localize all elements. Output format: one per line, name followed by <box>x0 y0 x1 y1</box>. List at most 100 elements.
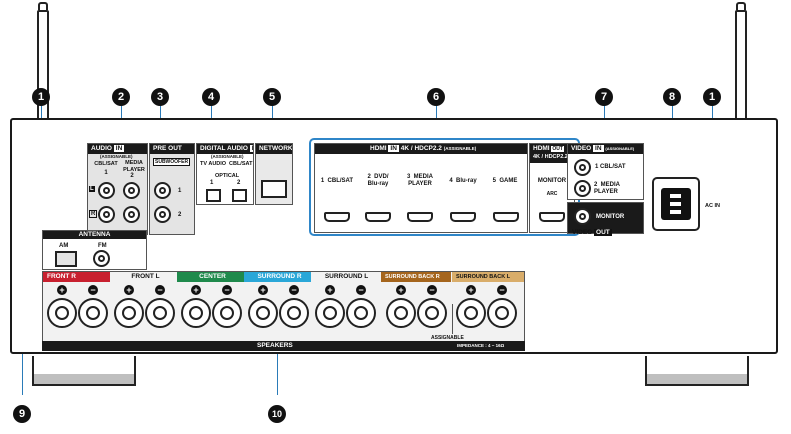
speaker-front-l-label: FRONT L <box>131 273 160 280</box>
audio-in-sub: (ASSIGNABLE) <box>100 154 133 159</box>
hdmi-in-title: HDMI <box>370 145 387 152</box>
speakers-block: FRONT R FRONT L CENTER SURROUND R SURROU… <box>42 271 525 351</box>
speaker-surround-l-label: SURROUND L <box>324 273 369 280</box>
marker-8: 8 <box>663 88 681 106</box>
network-jack[interactable] <box>261 180 287 198</box>
speaker-center-label: CENTER <box>177 272 244 282</box>
plus-sign: + <box>124 285 134 295</box>
rear-panel: AUDIO IN (ASSIGNABLE) CBL/SAT MEDIA PLAY… <box>10 118 778 354</box>
marker-5: 5 <box>263 88 281 106</box>
hdmi-in-spec: 4K / HDCP2.2 <box>400 145 442 152</box>
video-out-title: VIDEO <box>572 229 593 236</box>
plus-sign: + <box>466 285 476 295</box>
audio-in-1-l-jack[interactable] <box>98 182 115 199</box>
video-out-monitor: MONITOR <box>596 214 625 220</box>
hdmi-in-2-port[interactable] <box>365 212 391 222</box>
am-terminal[interactable] <box>55 251 77 267</box>
front-l-plus-post[interactable] <box>114 298 144 328</box>
surround-back-r-plus-post[interactable] <box>386 298 416 328</box>
surround-r-plus-post[interactable] <box>248 298 278 328</box>
audio-in-ch2: MEDIA PLAYER <box>123 160 145 173</box>
plus-sign: + <box>191 285 201 295</box>
video-in-2-jack[interactable] <box>574 180 591 197</box>
hdmi-input-3-label: 3 MEDIA PLAYER <box>406 174 433 187</box>
assignable-divider <box>452 304 453 334</box>
speaker-front-r-label: FRONT R <box>43 272 110 282</box>
hdmi-in-block: HDMI IN 4K / HDCP2.2 (ASSIGNABLE) 1 CBL/… <box>314 143 528 233</box>
hdmi-input-1-label: 1 CBL/SAT <box>320 178 354 184</box>
minus-sign: − <box>222 285 232 295</box>
surround-back-l-plus-post[interactable] <box>456 298 486 328</box>
surround-back-l-minus-post[interactable] <box>487 298 517 328</box>
surround-l-minus-post[interactable] <box>346 298 376 328</box>
hdmi-in-3-port[interactable] <box>407 212 433 222</box>
audio-in-left: L <box>89 186 95 192</box>
video-out-jack[interactable] <box>574 208 591 225</box>
fm-jack[interactable] <box>93 250 110 267</box>
marker-7: 7 <box>595 88 613 106</box>
marker-1-right: 1 <box>703 88 721 106</box>
hdmi-in-4-port[interactable] <box>450 212 476 222</box>
network-title: NETWORK <box>256 144 292 154</box>
surround-back-r-minus-post[interactable] <box>417 298 447 328</box>
hdmi-in-badge: IN <box>388 145 399 152</box>
audio-in-num1: 1 <box>104 170 108 176</box>
hdmi-out-spec: 4K / HDCP2.2 <box>533 154 568 160</box>
plus-sign: + <box>325 285 335 295</box>
hdmi-out-port[interactable] <box>539 212 565 222</box>
subwoofer-2-jack[interactable] <box>154 206 171 223</box>
minus-sign: − <box>356 285 366 295</box>
antenna-fm-label: FM <box>98 243 107 249</box>
optical-2-jack[interactable] <box>232 189 247 202</box>
speaker-surround-back-l-label: SURROUND BACK L <box>452 272 524 282</box>
video-in-sub: (ASSIGNABLE) <box>605 146 635 151</box>
marker-2: 2 <box>112 88 130 106</box>
center-minus-post[interactable] <box>212 298 242 328</box>
hdmi-in-1-port[interactable] <box>324 212 350 222</box>
audio-in-block: AUDIO IN (ASSIGNABLE) CBL/SAT MEDIA PLAY… <box>87 143 148 235</box>
plus-sign: + <box>396 285 406 295</box>
antenna-am-label: AM <box>59 243 69 249</box>
video-in-1-jack[interactable] <box>574 159 591 176</box>
audio-in-2-l-jack[interactable] <box>123 182 140 199</box>
audio-in-ch1: CBL/SAT <box>94 161 118 167</box>
center-plus-post[interactable] <box>181 298 211 328</box>
surround-l-plus-post[interactable] <box>315 298 345 328</box>
minus-sign: − <box>289 285 299 295</box>
optical-1-jack[interactable] <box>206 189 221 202</box>
speakers-title-bar: SPEAKERS IMPEDANCE : 4 ~ 16Ω <box>42 341 525 351</box>
front-r-plus-post[interactable] <box>47 298 77 328</box>
front-r-minus-post[interactable] <box>78 298 108 328</box>
network-block: NETWORK <box>255 143 293 205</box>
marker-3: 3 <box>151 88 169 106</box>
marker-6: 6 <box>427 88 445 106</box>
antenna-block: ANTENNA AM FM <box>42 230 147 270</box>
hdmi-input-2-label: 2 DVD/ Blu-ray <box>367 174 389 187</box>
hdmi-out-badge: OUT <box>551 146 564 152</box>
speakers-title: SPEAKERS <box>257 342 293 349</box>
front-l-minus-post[interactable] <box>145 298 175 328</box>
video-in-title: VIDEO <box>571 145 592 152</box>
speaker-surround-back-r-label: SURROUND BACK R <box>381 272 451 282</box>
subwoofer-1-jack[interactable] <box>154 182 171 199</box>
digital-n2: 2 <box>237 180 241 186</box>
antenna-title: ANTENNA <box>43 231 146 239</box>
hdmi-out-arc: ARC <box>546 191 558 197</box>
hdmi-out-monitor: MONITOR <box>537 178 567 184</box>
marker-9: 9 <box>13 405 31 423</box>
plus-sign: + <box>57 285 67 295</box>
audio-in-badge: IN <box>113 145 125 152</box>
marker-10: 10 <box>268 405 286 423</box>
digital-n1: 1 <box>210 180 214 186</box>
audio-in-1-r-jack[interactable] <box>98 206 115 223</box>
hdmi-in-5-port[interactable] <box>493 212 519 222</box>
surround-r-minus-post[interactable] <box>279 298 309 328</box>
minus-sign: − <box>155 285 165 295</box>
pre-out-sub: SUBWOOFER <box>153 158 191 166</box>
ac-inlet[interactable] <box>652 177 700 231</box>
video-in-badge: IN <box>593 145 604 152</box>
pre-out-block: PRE OUT SUBWOOFER 1 2 <box>149 143 195 235</box>
hdmi-input-4-label: 4 Blu-ray <box>449 178 477 184</box>
foot-left <box>32 356 136 386</box>
audio-in-2-r-jack[interactable] <box>123 206 140 223</box>
